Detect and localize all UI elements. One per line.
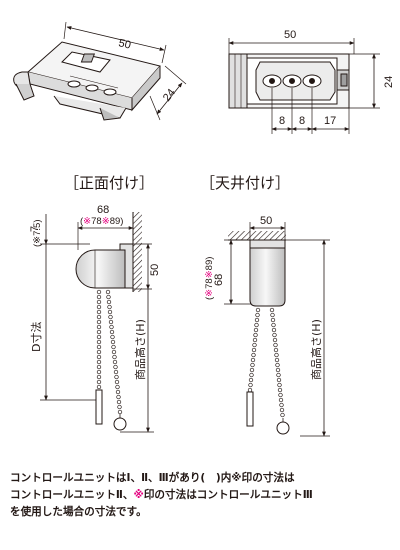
note-line-3: を使用した場合の寸法です。: [10, 506, 147, 518]
perspective-width-label: 50: [117, 37, 132, 51]
front-left-dim-label: 7: [29, 226, 41, 232]
front-top-dim-label: 68: [97, 204, 109, 216]
plan-pitch-1-label: 8: [279, 115, 285, 127]
note-line-2b: 印の寸法はコントロールユニットⅢ: [143, 489, 313, 501]
front-left-dim-alt-label: (※7.5): [32, 220, 43, 248]
ceiling-left-dim-alt-label: (※78※89): [204, 257, 215, 300]
dimension-note: コントロールユニットはⅠ、Ⅱ、Ⅲがあり( )内※印の寸法は コントロールユニット…: [10, 470, 395, 521]
perspective-depth-label: 24: [161, 87, 178, 104]
plan-pitch-2-label: 8: [299, 115, 305, 127]
front-top-dim-alt-label: (※78※89): [80, 216, 123, 227]
front-bracket-dim-label: 50: [149, 264, 161, 276]
perspective-bracket-view: [13, 21, 187, 121]
ceiling-h-dim-label: 商品高さ(H): [309, 319, 323, 380]
note-asterisk: ※: [133, 489, 144, 501]
ceiling-mount-drawing: [224, 222, 330, 437]
front-d-dim-label: D寸法: [29, 322, 43, 352]
front-bead-chain: [96, 289, 123, 415]
plan-depth-label: 24: [383, 76, 395, 88]
ceiling-mount-heading: ［天井付け］: [200, 174, 290, 192]
plan-offset-label: 17: [324, 115, 336, 127]
note-line-2a: コントロールユニットⅡ、: [10, 489, 134, 501]
plan-width-label: 50: [284, 29, 296, 41]
front-mount-drawing: [40, 212, 154, 433]
front-h-dim-label: 商品高さ(H): [133, 319, 147, 380]
plan-bracket-view: [228, 38, 380, 134]
ceiling-bead-chain: [247, 307, 285, 418]
front-mount-heading: ［正面付け］: [64, 174, 154, 192]
ceiling-left-dim-label: 68: [213, 274, 225, 286]
ceiling-top-dim-label: 50: [260, 215, 272, 227]
note-line-1: コントロールユニットはⅠ、Ⅱ、Ⅲがあり( )内※印の寸法は: [10, 472, 295, 484]
